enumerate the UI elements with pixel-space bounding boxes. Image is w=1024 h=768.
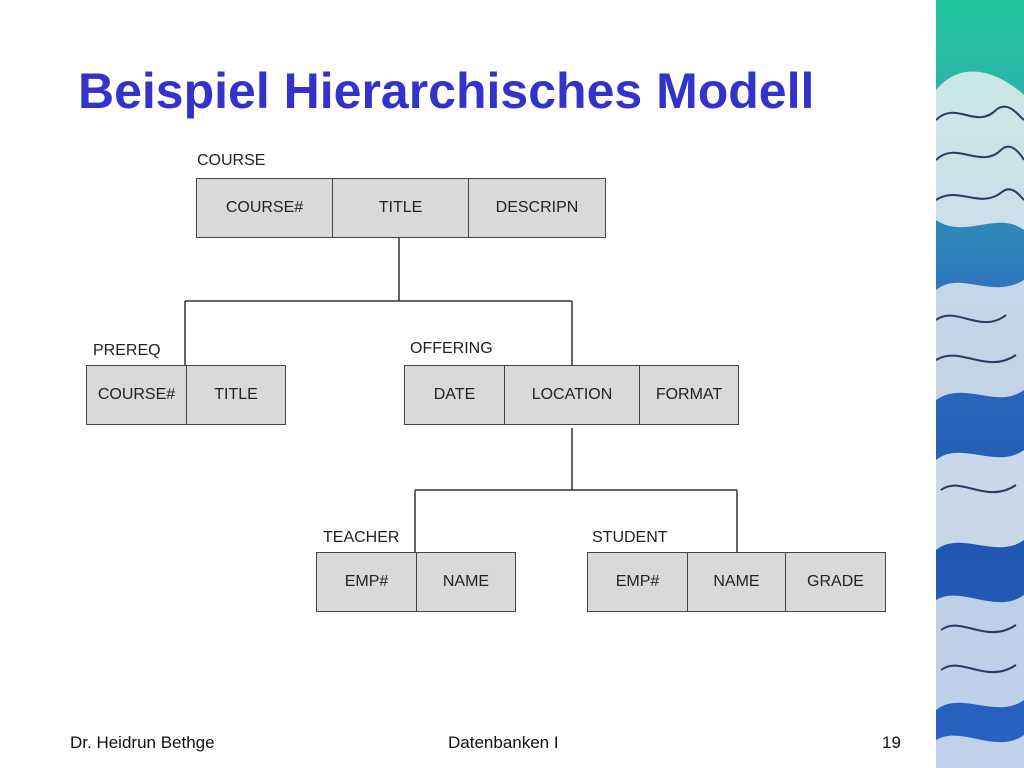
segment-label-student: STUDENT — [592, 529, 668, 546]
field-course-course-number: COURSE# — [197, 179, 333, 237]
field-prereq-course-number: COURSE# — [87, 366, 187, 424]
segment-label-teacher: TEACHER — [323, 529, 400, 546]
segment-teacher: EMP# NAME — [316, 552, 516, 612]
field-offering-location: LOCATION — [505, 366, 640, 424]
segment-course: COURSE# TITLE DESCRIPN — [196, 178, 606, 238]
field-course-title: TITLE — [333, 179, 469, 237]
field-student-name: NAME — [688, 553, 786, 611]
segment-label-course: COURSE — [197, 152, 266, 169]
segment-prereq: COURSE# TITLE — [86, 365, 286, 425]
field-student-grade: GRADE — [807, 573, 864, 590]
field-offering-format: FORMAT — [655, 386, 723, 403]
field-student-emp-number: EMP# — [588, 553, 688, 611]
segment-offering: DATE LOCATION FORMAT — [404, 365, 739, 425]
field-offering-date: DATE — [405, 366, 505, 424]
slide-title: Beispiel Hierarchisches Modell — [78, 63, 815, 119]
segment-label-offering: OFFERING — [410, 340, 493, 357]
field-course-descripn: DESCRIPN — [495, 199, 579, 216]
segment-label-prereq: PREREQ — [93, 342, 161, 359]
footer-author: Dr. Heidrun Bethge — [70, 733, 215, 752]
field-prereq-title: TITLE — [214, 386, 258, 403]
field-teacher-emp-number: EMP# — [317, 553, 417, 611]
footer-page-number: 19 — [882, 733, 901, 752]
footer-course: Datenbanken I — [448, 733, 559, 752]
field-teacher-name: NAME — [442, 573, 490, 590]
segment-student: EMP# NAME GRADE — [587, 552, 886, 612]
decorative-wave-image — [936, 0, 1024, 768]
